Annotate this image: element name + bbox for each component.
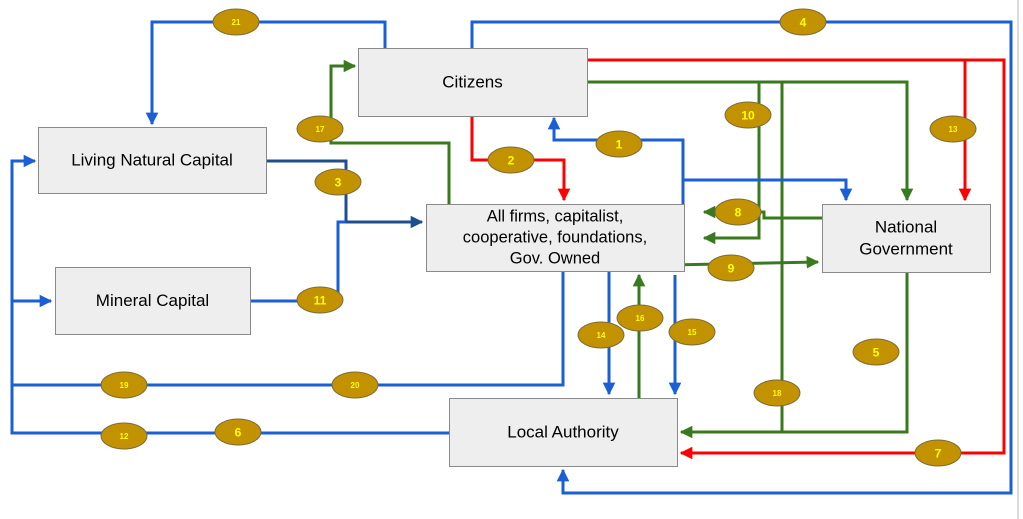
badge-label: 1 <box>616 138 623 152</box>
flow-badge-8: 8 <box>714 198 762 226</box>
badge-ellipse <box>100 371 148 399</box>
flow-11-line <box>250 220 346 303</box>
badge-ellipse <box>714 198 762 226</box>
badge-ellipse <box>914 439 962 467</box>
badge-label: 19 <box>120 381 129 390</box>
badge-ellipse <box>296 286 344 314</box>
node-living-natural-capital: Living Natural Capital <box>38 127 267 194</box>
badge-label: 5 <box>873 346 880 360</box>
node-firms: All firms, capitalist, cooperative, found… <box>426 204 685 272</box>
badge-ellipse <box>753 379 801 407</box>
node-box <box>55 267 251 335</box>
badge-label: 21 <box>232 18 241 27</box>
badge-ellipse <box>929 115 977 143</box>
node-box <box>38 127 267 194</box>
flow-7-line <box>679 58 1006 460</box>
flow-badge-7: 7 <box>914 439 962 467</box>
badge-label: 15 <box>688 328 697 337</box>
node-label: cooperative, foundations, <box>463 229 647 247</box>
badge-label: 4 <box>800 16 807 30</box>
badge-label: 3 <box>335 176 342 190</box>
flow-badge-21: 21 <box>212 8 260 36</box>
badge-ellipse <box>668 318 716 346</box>
node-label: Gov. Owned <box>510 250 600 268</box>
node-label: Mineral Capital <box>96 291 209 310</box>
badge-label: 7 <box>935 447 942 461</box>
badge-ellipse <box>100 422 148 450</box>
flow-17-line <box>329 59 451 204</box>
flow-badge-3: 3 <box>314 168 362 196</box>
flow-badge-6: 6 <box>214 418 262 446</box>
badge-ellipse <box>852 338 900 366</box>
badge-label: 6 <box>235 426 242 440</box>
flow-badge-1: 1 <box>595 130 643 158</box>
flow-21-line <box>145 20 387 126</box>
badge-label: 13 <box>949 125 958 134</box>
badge-label: 9 <box>728 262 735 276</box>
flow-badge-16: 16 <box>616 304 664 332</box>
node-box <box>822 204 991 273</box>
node-label: National <box>875 218 937 237</box>
flow-badge-9: 9 <box>707 254 755 282</box>
badge-ellipse <box>779 8 827 36</box>
badge-label: 20 <box>351 381 360 390</box>
node-label: Living Natural Capital <box>71 151 233 170</box>
flow-firms-natgov-line <box>683 178 853 202</box>
badge-label: 18 <box>773 389 782 398</box>
flow-badge-5: 5 <box>852 338 900 366</box>
badge-ellipse <box>212 8 260 36</box>
badge-ellipse <box>214 418 262 446</box>
flow-badge-19: 19 <box>100 371 148 399</box>
flow-badge-18: 18 <box>753 379 801 407</box>
badge-label: 17 <box>316 125 325 134</box>
flow-badge-13: 13 <box>929 115 977 143</box>
badge-ellipse <box>595 130 643 158</box>
badge-label: 11 <box>314 294 327 308</box>
badge-ellipse <box>724 101 772 129</box>
flow-10-line <box>702 82 761 245</box>
node-mineral-capital: Mineral Capital <box>55 267 251 335</box>
badge-label: 12 <box>120 432 129 441</box>
flow-badge-11: 11 <box>296 286 344 314</box>
node-label: Local Authority <box>507 423 619 442</box>
badge-label: 16 <box>636 314 645 323</box>
node-label: Government <box>859 239 953 258</box>
badge-label: 8 <box>735 206 742 220</box>
node-label: All firms, capitalist, <box>487 207 624 225</box>
flow-badge-2: 2 <box>487 146 535 174</box>
node-local-authority: Local Authority <box>449 398 678 467</box>
flow-4-line <box>470 20 1013 495</box>
node-box <box>426 204 685 272</box>
node-citizens: Citizens <box>358 48 588 117</box>
badge-ellipse <box>331 371 379 399</box>
flow-5-line <box>679 272 909 439</box>
flow-20-line <box>12 271 565 387</box>
badge-ellipse <box>707 254 755 282</box>
flow-citizens-natgov-line <box>587 80 914 202</box>
flow-badge-4: 4 <box>779 8 827 36</box>
badge-label: 14 <box>597 331 606 340</box>
badge-ellipse <box>296 115 344 143</box>
window-edge <box>1017 0 1019 519</box>
flow-badge-20: 20 <box>331 371 379 399</box>
node-box <box>449 398 678 467</box>
flow-badge-10: 10 <box>724 101 772 129</box>
flow-badge-17: 17 <box>296 115 344 143</box>
badge-ellipse <box>577 321 625 349</box>
flow-badge-15: 15 <box>668 318 716 346</box>
node-box <box>358 48 588 117</box>
badge-ellipse <box>487 146 535 174</box>
badge-label: 2 <box>508 154 515 168</box>
flow-badge-12: 12 <box>100 422 148 450</box>
badge-ellipse <box>616 304 664 332</box>
badge-ellipse <box>314 168 362 196</box>
badge-label: 10 <box>741 109 755 123</box>
node-label: Citizens <box>442 73 502 92</box>
flow-badge-14: 14 <box>577 321 625 349</box>
